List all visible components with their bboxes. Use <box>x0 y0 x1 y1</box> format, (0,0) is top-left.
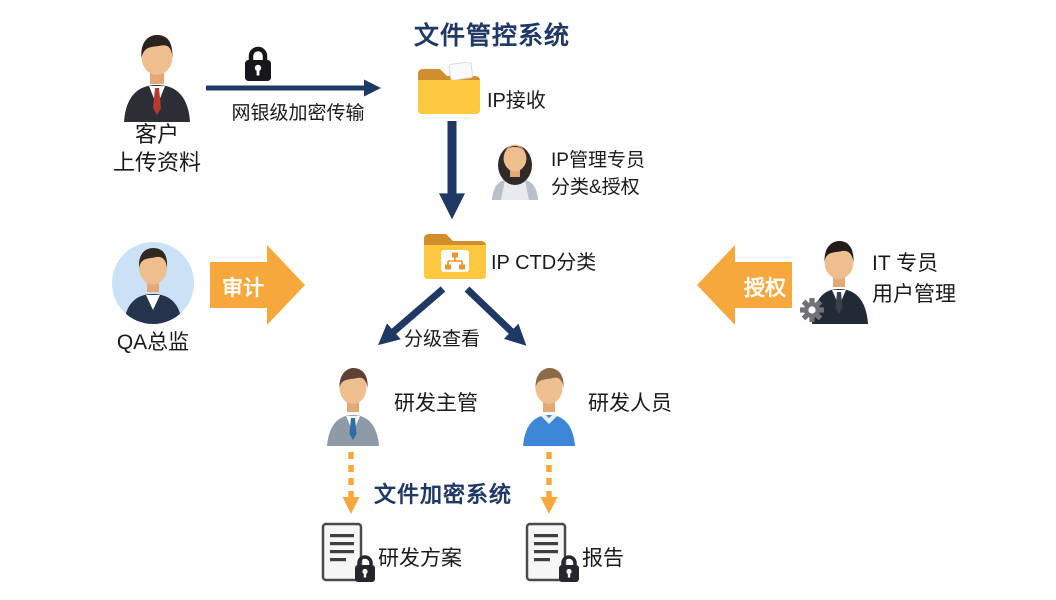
rd-plan-document-icon <box>320 522 378 595</box>
system-title: 文件管控系统 <box>413 22 570 50</box>
rd-plan-label: 研发方案 <box>378 547 462 570</box>
document-lock-icon <box>525 522 579 582</box>
it-label-line1: IT 专员 <box>872 252 939 275</box>
ip-admin-person-icon <box>487 136 543 205</box>
customer-label-line1: 客户 <box>134 122 179 147</box>
qa-director-avatar <box>112 242 194 329</box>
it-specialist-label: IT 专员 用户管理 <box>872 248 956 310</box>
rd-staff-label: 研发人员 <box>588 392 672 415</box>
ip-ctd-label: IP CTD分类 <box>491 252 597 274</box>
gear-icon <box>800 298 824 322</box>
woman-person-icon <box>492 144 538 200</box>
audit-arrow-label: 审计 <box>222 277 264 300</box>
ip-ctd-folder-icon <box>422 227 488 286</box>
authorize-block-arrow <box>697 245 792 325</box>
customer-label-line2: 上传资料 <box>112 150 201 175</box>
rd-staff-person-icon <box>516 366 582 451</box>
report-document-icon <box>524 522 582 595</box>
ctd-to-staff-arrow <box>464 286 527 346</box>
customer-label: 客户 上传资料 <box>97 121 217 177</box>
folder-icon <box>424 234 486 279</box>
rd-manager-label: 研发主管 <box>394 392 478 415</box>
person-icon <box>800 241 868 324</box>
ip-receive-folder-icon <box>416 61 482 121</box>
qa-avatar-icon <box>112 242 194 324</box>
ip-receive-label: IP接收 <box>487 90 546 112</box>
person-icon <box>124 35 190 122</box>
it-label-line2: 用户管理 <box>872 283 956 306</box>
tiered-view-label: 分级查看 <box>404 329 481 350</box>
ip-admin-label-line2: 分类&授权 <box>551 177 640 198</box>
transfer-label: 网银级加密传输 <box>231 103 365 124</box>
lock-icon <box>242 43 274 90</box>
qa-director-label: QA总监 <box>116 331 190 354</box>
document-lock-icon <box>321 522 375 582</box>
customer-person-icon <box>116 32 198 122</box>
authorize-arrow-label: 授权 <box>744 277 786 300</box>
ctd-to-manager-arrow <box>378 286 446 346</box>
ip-admin-label: IP管理专员 分类&授权 <box>551 147 645 201</box>
report-label: 报告 <box>582 547 624 570</box>
encrypt-system-title: 文件加密系统 <box>374 482 513 507</box>
person-icon <box>523 368 575 446</box>
hierarchy-badge-icon <box>441 250 469 272</box>
it-specialist-person-icon <box>798 238 872 331</box>
person-icon <box>327 368 379 446</box>
ip-admin-label-line1: IP管理专员 <box>551 150 645 171</box>
rd-manager-person-icon <box>320 366 386 451</box>
folder-icon <box>418 61 480 114</box>
audit-block-arrow <box>210 245 305 325</box>
